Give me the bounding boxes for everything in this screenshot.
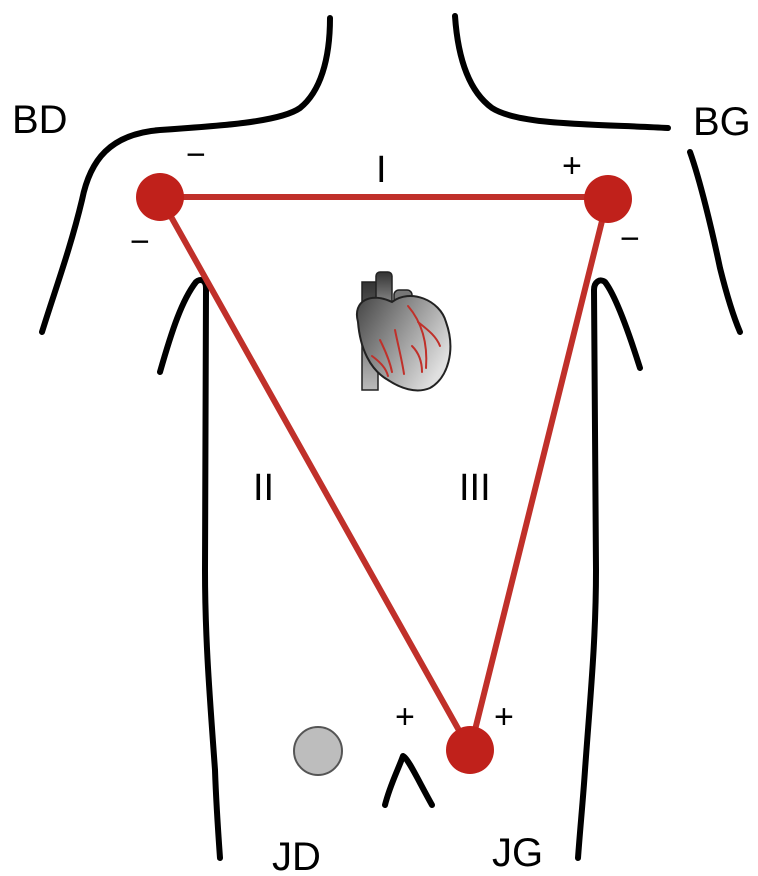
label-lead-1: I (376, 149, 387, 191)
torso-outline (42, 16, 740, 858)
label-right-arm: BD (12, 98, 68, 142)
label-lead-2: II (253, 467, 274, 509)
label-left-arm: BG (693, 100, 751, 144)
ground-electrode-icon (294, 727, 342, 775)
label-right-leg: JD (272, 835, 321, 876)
neck-left-line (42, 18, 330, 332)
sign-lead-3-left-arm: − (620, 220, 640, 258)
torso-right-line (578, 280, 640, 858)
electrode-left-arm (584, 175, 632, 223)
electrode-right-arm (136, 173, 184, 221)
label-lead-3: III (459, 467, 491, 509)
label-left-leg: JG (492, 831, 543, 875)
sign-lead-1-left-arm: + (562, 147, 582, 185)
heart-icon (357, 272, 450, 390)
neck-right-line (455, 16, 668, 128)
sign-lead-2-right-arm: − (130, 223, 150, 261)
crotch-line (385, 756, 432, 805)
torso-left-line (160, 280, 220, 858)
right-shoulder-line (690, 152, 740, 332)
sign-lead-2-left-leg: + (395, 698, 415, 736)
sign-lead-3-left-leg: + (494, 698, 514, 736)
lead-3-line (470, 197, 608, 750)
sign-lead-1-right-arm: − (186, 136, 206, 174)
electrode-left-leg (446, 726, 494, 774)
